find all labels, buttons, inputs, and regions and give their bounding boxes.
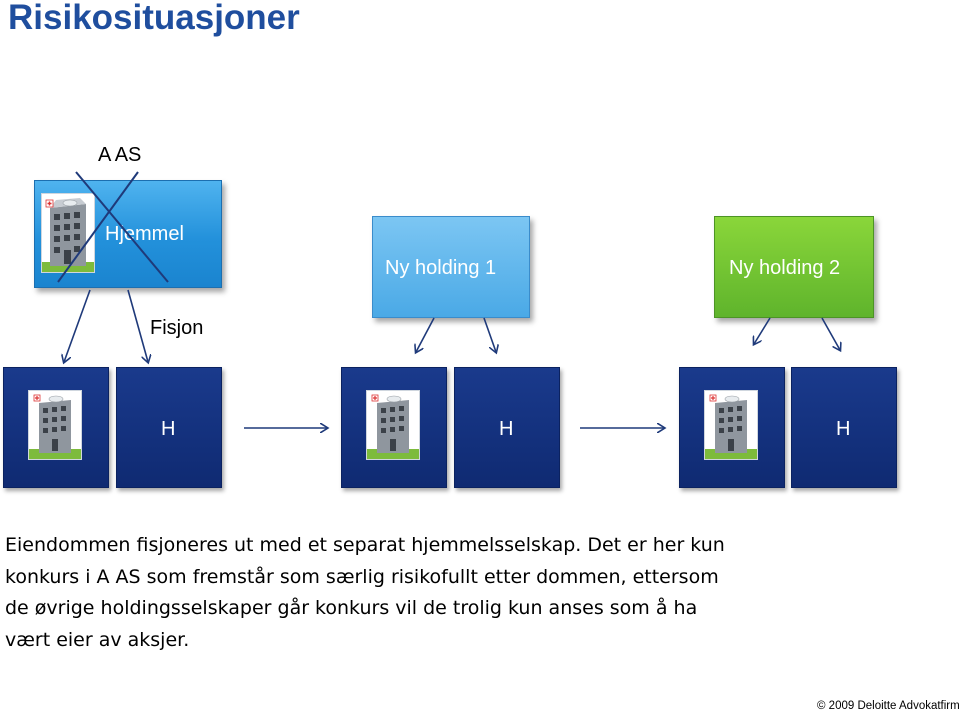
- h-label-1: H: [161, 418, 176, 440]
- arrow-holding2-to-h: [821, 317, 840, 350]
- ny-holding-1-box: Ny holding 1: [372, 216, 530, 318]
- h-label-3: H: [836, 418, 851, 440]
- building-icon: [366, 390, 420, 460]
- h-box-1: H: [116, 367, 222, 488]
- hjemmel-label: Hjemmel: [105, 223, 184, 245]
- body-paragraph: Eiendommen fisjoneres ut med et separat …: [5, 534, 725, 651]
- cross-out-mark: [57, 171, 169, 283]
- arrow-holding2-to-property: [754, 317, 771, 344]
- h-box-3: H: [791, 367, 897, 488]
- ny-holding-2-box: Ny holding 2: [714, 216, 874, 318]
- a-as-label: A AS: [98, 144, 142, 166]
- page-title: Risikosituasjoner: [8, 0, 300, 37]
- arrow-hjemmel-to-property: [64, 289, 91, 362]
- fisjon-label: Fisjon: [150, 317, 204, 339]
- property-box-3: [679, 367, 785, 488]
- ny-holding-1-label: Ny holding 1: [385, 257, 497, 279]
- h-box-2: H: [454, 367, 560, 488]
- ny-holding-2-label: Ny holding 2: [729, 257, 841, 279]
- arrow-holding1-to-property: [416, 317, 435, 352]
- property-box-1: [3, 367, 109, 488]
- property-box-2: [341, 367, 447, 488]
- footer-copyright: © 2009 Deloitte Advokatfirma: [817, 700, 960, 712]
- arrow-hjemmel-to-h: [127, 289, 148, 362]
- h-label-2: H: [499, 418, 514, 440]
- arrow-holding1-to-h: [483, 317, 496, 352]
- building-icon: [704, 390, 758, 460]
- building-icon: [28, 390, 82, 460]
